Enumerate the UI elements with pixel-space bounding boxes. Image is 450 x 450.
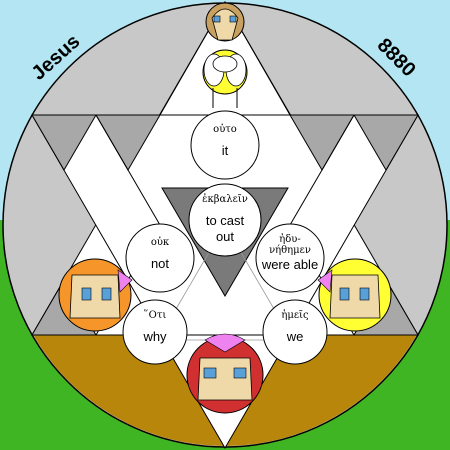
word-greek: οὐτο	[213, 124, 237, 135]
gray-arm-left	[31, 114, 97, 171]
face-right	[317, 258, 392, 332]
inner-line-top	[159, 0, 291, 116]
gray-arm-right	[353, 114, 419, 171]
face-bottom	[186, 333, 264, 414]
word-circle-we: ἡμεῖς we	[262, 299, 328, 365]
face-top	[205, 2, 245, 42]
word-english: to cast	[206, 213, 245, 228]
word-greek: ἐκβαλεῖν	[202, 194, 248, 205]
word-english-line2: out	[216, 229, 234, 244]
word-greek: οὐκ	[151, 237, 170, 248]
word-greek-line2: νήθημεν	[269, 245, 311, 256]
word-circle-it: οὐτο it	[190, 110, 260, 180]
word-english: it	[222, 143, 229, 158]
word-greek: ἡμεῖς	[281, 310, 309, 321]
face-left	[58, 258, 133, 332]
flower-top	[202, 49, 248, 108]
word-greek: ῞Οτι	[144, 310, 167, 321]
word-circle-were-able: ἠδυ- νήθημεν were able	[255, 223, 325, 293]
word-circle-why: ῞Οτι why	[122, 299, 188, 365]
word-english: were able	[261, 257, 318, 272]
word-circle-not: οὐκ not	[125, 223, 195, 293]
word-greek: ἠδυ-	[279, 234, 300, 245]
word-english: we	[286, 329, 304, 344]
word-circle-to-cast-out: ἐκβαλεῖν to cast out	[188, 183, 262, 257]
word-english: why	[142, 329, 167, 344]
word-english: not	[151, 256, 169, 271]
